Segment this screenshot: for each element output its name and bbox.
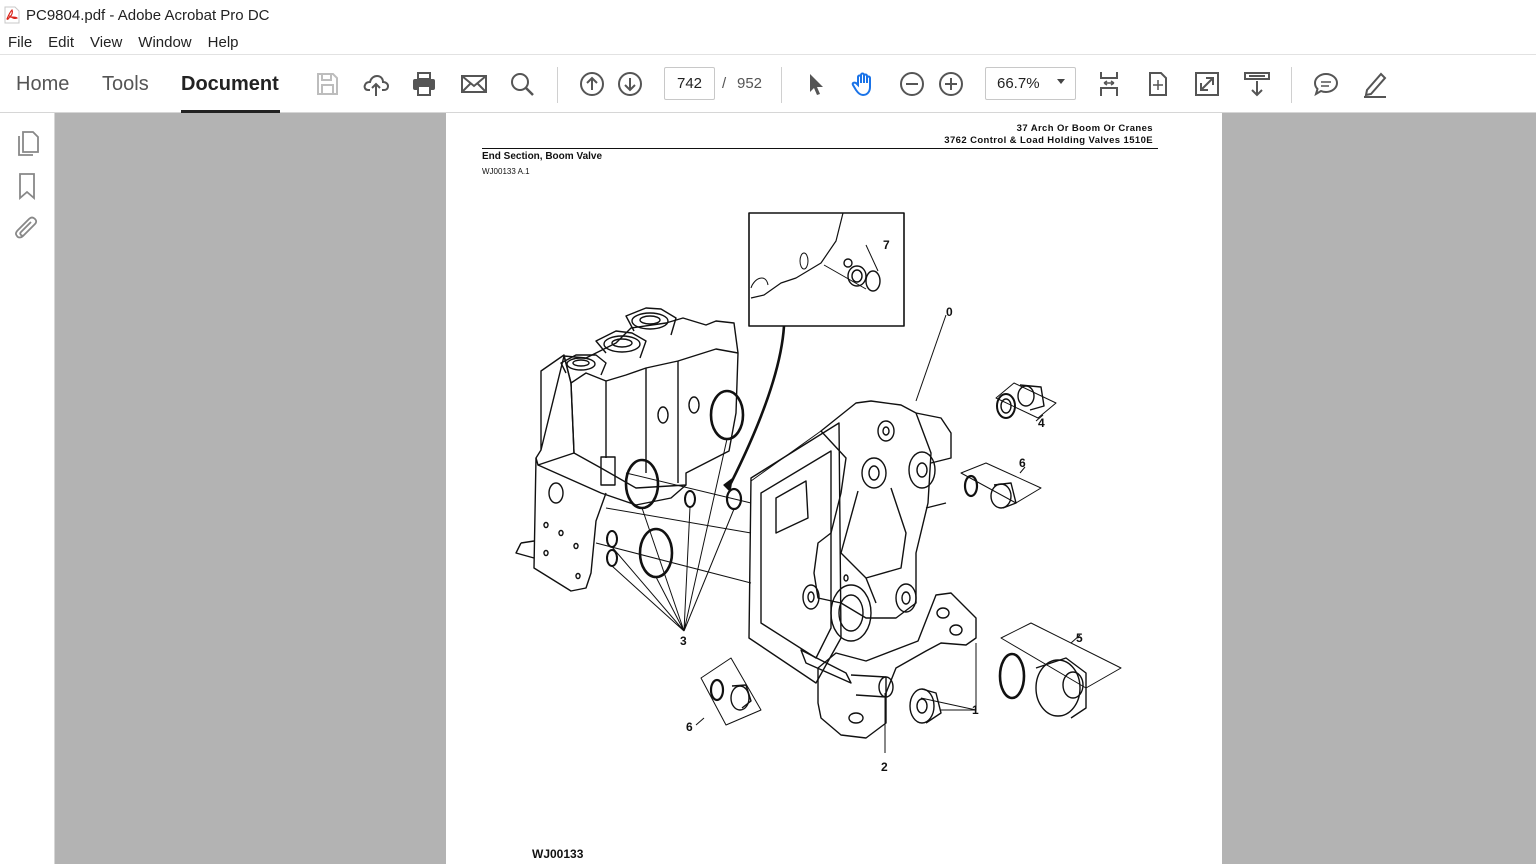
active-tab-indicator [181, 110, 280, 113]
scroll-mode-button[interactable] [1240, 67, 1274, 101]
full-screen-button[interactable] [1190, 67, 1224, 101]
main-toolbar: Home Tools Document 742 / 952 [0, 54, 1536, 113]
menu-help[interactable]: Help [207, 33, 239, 51]
email-button[interactable] [457, 67, 491, 101]
pdf-page: 37 Arch Or Boom Or Cranes 3762 Control &… [446, 113, 1222, 864]
zoom-out-icon [900, 72, 924, 96]
callout-6-right: 6 [1019, 456, 1026, 470]
page-header-category: 37 Arch Or Boom Or Cranes [1016, 123, 1153, 134]
menu-edit[interactable]: Edit [48, 33, 75, 51]
sign-icon [1364, 72, 1387, 98]
page-header-subcategory: 3762 Control & Load Holding Valves 1510E [944, 135, 1153, 146]
hand-tool-icon [851, 72, 871, 97]
fit-width-icon [1149, 72, 1167, 96]
print-icon [413, 72, 435, 96]
page-up-icon [580, 72, 604, 96]
fit-page-button[interactable] [1092, 67, 1126, 101]
callout-5: 5 [1076, 631, 1083, 645]
menu-view[interactable]: View [90, 33, 123, 51]
upload-icon [363, 74, 390, 96]
navigation-pane [0, 113, 55, 864]
comment-button[interactable] [1309, 67, 1343, 101]
save-button[interactable] [310, 67, 344, 101]
toolbar-separator [557, 67, 558, 103]
callout-1: 1 [972, 703, 979, 717]
callout-3: 3 [680, 634, 687, 648]
bookmarks-button[interactable] [12, 171, 42, 201]
callout-0: 0 [946, 305, 953, 319]
tab-document[interactable]: Document [181, 73, 279, 95]
page-number-input[interactable]: 742 [664, 67, 715, 100]
fit-width-button[interactable] [1141, 67, 1175, 101]
sign-button[interactable] [1358, 67, 1392, 101]
zoom-in-button[interactable] [934, 67, 968, 101]
menu-window[interactable]: Window [138, 33, 192, 51]
zoom-out-button[interactable] [895, 67, 929, 101]
header-rule [482, 148, 1158, 149]
tab-tools[interactable]: Tools [102, 73, 149, 95]
zoom-in-icon [939, 72, 963, 96]
detail-inset-box [748, 212, 905, 327]
chevron-down-icon[interactable] [1057, 79, 1065, 84]
hand-tool-button[interactable] [847, 67, 881, 101]
fit-page-icon [1100, 72, 1118, 96]
bookmark-icon [19, 173, 35, 200]
tab-home[interactable]: Home [16, 73, 70, 95]
menu-bar: File Edit View Window Help [0, 30, 1536, 54]
previous-page-button[interactable] [575, 67, 609, 101]
save-icon [317, 73, 338, 95]
menu-file[interactable]: File [8, 33, 33, 51]
section-code: WJ00133 A.1 [482, 167, 530, 176]
select-tool-button[interactable] [798, 67, 832, 101]
email-icon [461, 75, 487, 93]
pdf-file-icon [4, 6, 20, 24]
exploded-parts-diagram: 0 1 2 3 4 5 6 6 7 [515, 212, 1122, 774]
scroll-mode-icon [1244, 72, 1270, 97]
callout-4: 4 [1038, 416, 1045, 430]
attachment-icon [15, 216, 38, 239]
attachments-button[interactable] [12, 215, 42, 245]
callout-6-left: 6 [686, 720, 693, 734]
search-icon [511, 73, 534, 96]
full-screen-icon [1195, 72, 1219, 96]
callout-2: 2 [881, 760, 888, 774]
print-button[interactable] [407, 67, 441, 101]
next-page-button[interactable] [613, 67, 647, 101]
upload-button[interactable] [359, 67, 393, 101]
page-down-icon [618, 72, 642, 96]
search-button[interactable] [505, 67, 539, 101]
window-title: PC9804.pdf - Adobe Acrobat Pro DC [26, 6, 270, 24]
section-title: End Section, Boom Valve [482, 151, 603, 162]
figure-code: WJ00133 [532, 847, 584, 861]
page-thumbnails-icon [18, 131, 39, 156]
toolbar-separator [781, 67, 782, 103]
toolbar-separator [1291, 67, 1292, 103]
comment-icon [1313, 72, 1339, 97]
page-separator: / [722, 75, 727, 92]
select-cursor-icon [810, 74, 823, 95]
page-total: 952 [737, 75, 763, 92]
callout-7: 7 [883, 238, 890, 252]
title-bar: PC9804.pdf - Adobe Acrobat Pro DC [0, 0, 1536, 30]
page-thumbnails-button[interactable] [12, 127, 42, 157]
